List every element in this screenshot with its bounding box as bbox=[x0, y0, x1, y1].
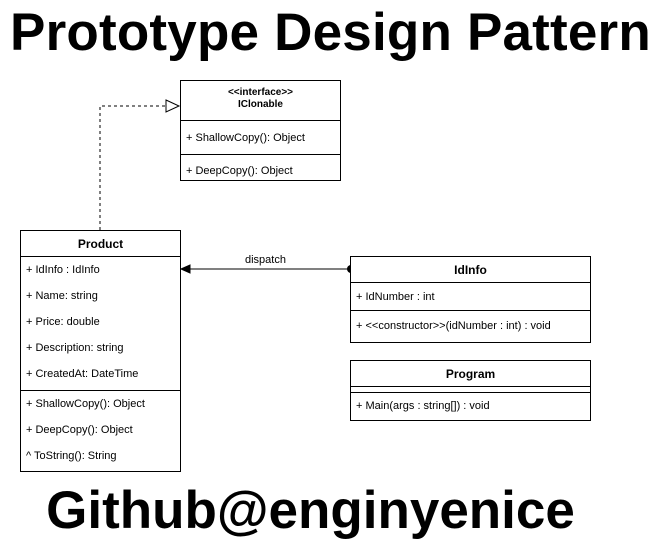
footer-handle: Github@enginyenice bbox=[46, 481, 575, 540]
product-attribute: + IdInfo : IdInfo bbox=[26, 264, 100, 276]
iclonable-op-section-2: + DeepCopy(): Object bbox=[181, 155, 340, 180]
iclonable-name: IClonable bbox=[237, 99, 283, 110]
program-attributes-section bbox=[351, 387, 590, 393]
iclonable-op-section-1: + ShallowCopy(): Object bbox=[181, 121, 340, 155]
product-operation: + ShallowCopy(): Object bbox=[26, 398, 145, 410]
realization-line bbox=[99, 105, 166, 230]
product-attribute: + Name: string bbox=[26, 290, 98, 302]
idinfo-attributes-section: + IdNumber : int bbox=[351, 283, 590, 311]
iclonable-interface-box: <<interface>> IClonable + ShallowCopy():… bbox=[180, 80, 341, 181]
iclonable-stereotype: <<interface>> bbox=[227, 87, 294, 98]
page-title: Prototype Design Pattern bbox=[10, 3, 651, 62]
association-arrowhead bbox=[179, 264, 191, 274]
program-class-box: Program + Main(args : string[]) : void bbox=[350, 360, 591, 421]
program-operation: + Main(args : string[]) : void bbox=[356, 400, 490, 412]
product-attribute: + CreatedAt: DateTime bbox=[26, 368, 139, 380]
product-operations-section: + ShallowCopy(): Object + DeepCopy(): Ob… bbox=[21, 391, 180, 471]
product-class-name: Product bbox=[21, 231, 180, 257]
idinfo-class-name: IdInfo bbox=[351, 257, 590, 283]
program-operations-section: + Main(args : string[]) : void bbox=[351, 393, 590, 420]
program-class-name: Program bbox=[351, 361, 590, 387]
association-label: dispatch bbox=[245, 254, 286, 266]
product-operation: ^ ToString(): String bbox=[26, 450, 117, 462]
idinfo-operation: + <<constructor>>(idNumber : int) : void bbox=[356, 320, 551, 332]
product-attribute: + Price: double bbox=[26, 316, 100, 328]
iclonable-operation: + ShallowCopy(): Object bbox=[186, 132, 305, 144]
realization-arrowhead bbox=[165, 99, 181, 113]
product-attribute: + Description: string bbox=[26, 342, 124, 354]
idinfo-class-box: IdInfo + IdNumber : int + <<constructor>… bbox=[350, 256, 591, 343]
idinfo-attribute: + IdNumber : int bbox=[356, 291, 435, 303]
product-attributes-section: + IdInfo : IdInfo + Name: string + Price… bbox=[21, 257, 180, 391]
product-operation: + DeepCopy(): Object bbox=[26, 424, 133, 436]
iclonable-operation: + DeepCopy(): Object bbox=[186, 165, 293, 177]
iclonable-header: <<interface>> IClonable bbox=[181, 81, 340, 121]
product-class-box: Product + IdInfo : IdInfo + Name: string… bbox=[20, 230, 181, 472]
idinfo-operations-section: + <<constructor>>(idNumber : int) : void bbox=[351, 311, 590, 342]
